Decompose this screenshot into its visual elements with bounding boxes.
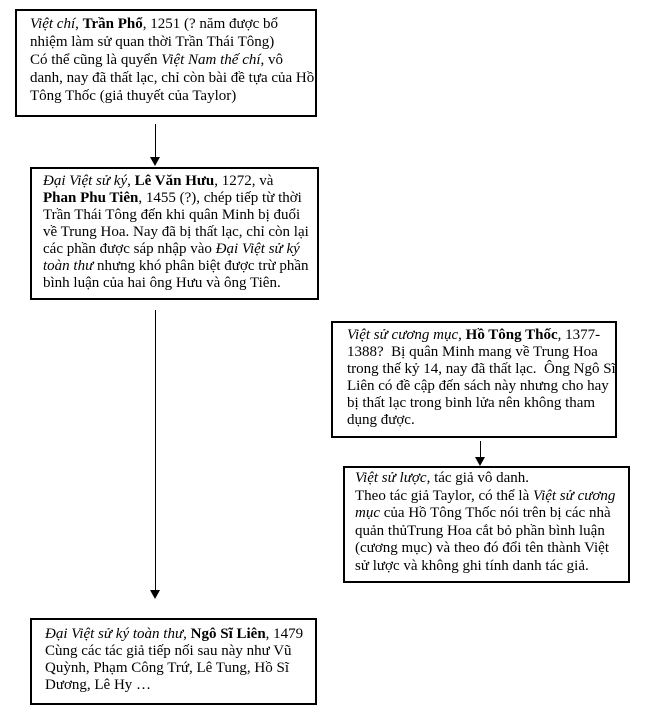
text-segment: bình luận của hai ông Hưu và ông Tiên. (43, 275, 281, 291)
text-segment: , (127, 173, 135, 189)
text-segment: danh, nay đã thất lạc, chỉ còn bài đề tự… (30, 70, 315, 86)
text-line: Quỳnh, Phạm Công Trứ, Lê Tung, Hồ Sĩ (45, 660, 311, 677)
text-line: quản thủTrung Hoa cắt bỏ phần bình luận (355, 523, 624, 541)
text-line: Có thể cũng là quyển Việt Nam thế chí, v… (30, 51, 311, 69)
text-line: Theo tác giả Taylor, có thể là Việt sử c… (355, 488, 624, 506)
text-segment: , 1272, và (214, 173, 274, 189)
text-segment: các phần được sáp nhập vào (43, 241, 216, 257)
book-title-segment: Đại Việt sử ký (43, 173, 128, 189)
text-line: Cùng các tác giả tiếp nối sau này như Vũ (45, 643, 311, 660)
text-segment: Có thể cũng là quyển (30, 52, 162, 68)
text-segment: 1388? Bị quân Minh mang về Trung Hoa (347, 344, 598, 360)
arrowhead-down-icon (475, 457, 485, 466)
text-line: bình luận của hai ông Hưu và ông Tiên. (43, 275, 313, 292)
text-segment: Trần Thái Tông đến khi quân Minh bị đuổi (43, 207, 301, 223)
text-line: Việt sử lược, tác giả vô danh. (355, 470, 624, 488)
box-viet-su-luoc: Việt sử lược, tác giả vô danh. Theo tác … (343, 466, 630, 583)
book-title-segment: Việt Nam thế chí (161, 52, 261, 68)
text-line: các phần được sáp nhập vào Đại Việt sử k… (43, 241, 313, 258)
arrow-viet-chi-to-dai-viet-su-ky (150, 124, 161, 166)
arrow-dai-viet-su-ky-to-toan-thu (150, 310, 161, 599)
text-segment: , (183, 626, 191, 642)
text-line: Việt sử cương mục, Hồ Tông Thốc, 1377- (347, 327, 611, 344)
text-line: 1388? Bị quân Minh mang về Trung Hoa (347, 344, 611, 361)
box-dai-viet-su-ky-toan-thu: Đại Việt sử ký toàn thư, Ngô Sĩ Liên, 14… (30, 618, 317, 705)
text-segment: sử lược và không ghi tính danh tác giả. (355, 557, 589, 574)
text-line: Liên có đề cập đến sách này nhưng cho ha… (347, 378, 611, 395)
text-line: (cương mục) và theo đó đổi tên thành Việ… (355, 540, 624, 558)
text-segment: bị thất lạc trong binh lửa nên không tha… (347, 395, 596, 411)
text-line: Đại Việt sử ký, Lê Văn Hưu, 1272, và (43, 173, 313, 190)
text-segment: Theo tác giả Taylor, có thể là (355, 487, 534, 504)
text-segment: (cương mục) và theo đó đổi tên thành Việ… (355, 540, 609, 556)
text-segment: Tông Thốc (giả thuyết của Taylor) (30, 88, 237, 104)
author-segment: Phan Phu Tiên (43, 190, 139, 206)
text-line: Đại Việt sử ký toàn thư, Ngô Sĩ Liên, 14… (45, 626, 311, 643)
text-segment: trong thế kỷ 14, nay đã thất lạc. Ông Ng… (347, 361, 616, 377)
book-title-segment: toàn thư (43, 258, 94, 274)
text-line: sử lược và không ghi tính danh tác giả. (355, 558, 624, 576)
arrow-shaft (154, 310, 157, 591)
text-segment: , tác giả vô danh. (426, 470, 530, 486)
text-segment: , 1479 (265, 626, 304, 642)
author-segment: Trần Phổ (82, 16, 143, 32)
book-title-segment: Việt chí (30, 16, 76, 32)
text-segment: , vô (260, 52, 284, 68)
text-segment: quản thủTrung Hoa cắt bỏ phần bình luận (355, 522, 605, 539)
arrowhead-down-icon (150, 590, 160, 599)
book-title-segment: Đại Việt sử ký (215, 241, 300, 257)
text-line: về Trung Hoa. Nay đã bị thất lạc, chỉ cò… (43, 224, 313, 241)
text-line: Tông Thốc (giả thuyết của Taylor) (30, 87, 311, 105)
box-viet-su-cuong-muc: Việt sử cương mục, Hồ Tông Thốc, 1377- 1… (331, 321, 617, 438)
author-segment: Lê Văn Hưu (134, 173, 215, 189)
book-title-segment: Đại Việt sử ký toàn thư (45, 626, 184, 642)
book-title-segment: Việt sử cương (533, 487, 616, 504)
text-line: nhiệm làm sử quan thời Trần Thái Tông) (30, 33, 311, 51)
text-line: Dương, Lê Hy … (45, 677, 311, 694)
text-segment: , 1377- (557, 327, 601, 343)
text-segment: , (458, 327, 466, 343)
box-viet-chi: Việt chí, Trần Phổ, 1251 (? năm được bổ … (15, 9, 317, 117)
text-segment: dụng được. (347, 412, 415, 428)
text-line: danh, nay đã thất lạc, chỉ còn bài đề tự… (30, 69, 315, 87)
book-title-segment: mục (355, 505, 380, 521)
text-segment: , 1251 (? năm được bổ (142, 16, 278, 32)
arrow-shaft (154, 124, 157, 158)
text-line: dụng được. (347, 412, 611, 429)
box-dai-viet-su-ky: Đại Việt sử ký, Lê Văn Hưu, 1272, và Pha… (30, 167, 319, 300)
arrow-shaft (479, 441, 482, 458)
text-line: trong thế kỷ 14, nay đã thất lạc. Ông Ng… (347, 361, 616, 378)
text-line: mục của Hồ Tông Thốc nói trên bị các nhà (355, 505, 624, 523)
text-segment: Liên có đề cập đến sách này nhưng cho ha… (347, 378, 609, 394)
book-title-segment: Việt sử cương mục (347, 327, 459, 343)
arrow-cuong-muc-to-viet-su-luoc (475, 441, 486, 466)
text-line: Trần Thái Tông đến khi quân Minh bị đuổi (43, 207, 313, 224)
author-segment: Hồ Tông Thốc (465, 327, 558, 343)
book-title-segment: Việt sử lược (355, 470, 427, 486)
author-segment: Ngô Sĩ Liên (190, 626, 266, 642)
text-segment: nhưng khó phân biệt được trừ phần (93, 258, 309, 274)
text-segment: của Hồ Tông Thốc nói trên bị các nhà (380, 505, 611, 521)
arrowhead-down-icon (150, 157, 160, 166)
text-segment: Cùng các tác giả tiếp nối sau này như Vũ (45, 643, 292, 659)
text-segment: , 1455 (?), chép tiếp từ thời (138, 190, 302, 206)
text-segment: Quỳnh, Phạm Công Trứ, Lê Tung, Hồ Sĩ (45, 660, 290, 676)
text-line: toàn thư nhưng khó phân biệt được trừ ph… (43, 258, 313, 275)
text-line: Việt chí, Trần Phổ, 1251 (? năm được bổ (30, 15, 311, 33)
text-segment: nhiệm làm sử quan thời Trần Thái Tông) (30, 34, 275, 50)
text-segment: Dương, Lê Hy … (45, 677, 152, 693)
text-line: bị thất lạc trong binh lửa nên không tha… (347, 395, 611, 412)
text-segment: về Trung Hoa. Nay đã bị thất lạc, chỉ cò… (43, 224, 309, 240)
text-line: Phan Phu Tiên, 1455 (?), chép tiếp từ th… (43, 190, 313, 207)
text-segment: , (75, 16, 83, 32)
